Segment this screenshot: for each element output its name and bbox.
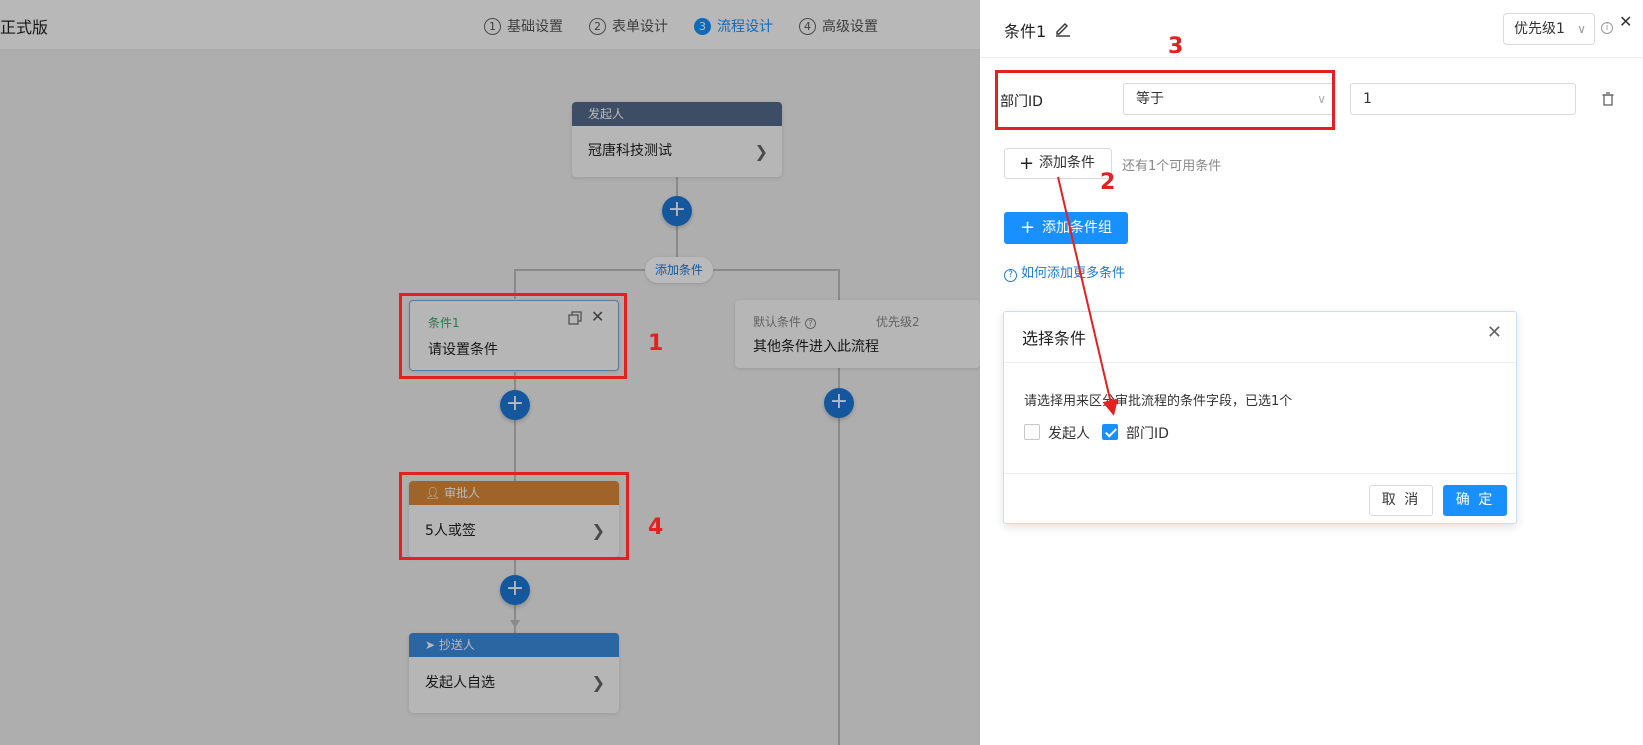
- arrow-down-icon: [510, 620, 520, 628]
- chevron-down-icon: ∨: [1577, 22, 1586, 36]
- chevron-down-icon: ∨: [1317, 92, 1326, 106]
- plus-icon: +: [1020, 217, 1036, 238]
- condition-value-input[interactable]: 1: [1350, 83, 1576, 115]
- add-node-button[interactable]: +: [662, 196, 692, 226]
- info-icon[interactable]: i: [1601, 22, 1613, 34]
- node-body-text: 5人或签: [425, 523, 476, 539]
- node-body: 发起人自选 ❯: [409, 657, 619, 709]
- step-label: 基础设置: [507, 19, 563, 35]
- connector-line: [514, 269, 516, 299]
- dialog-description: 请选择用来区分审批流程的条件字段，已选1个: [1024, 394, 1293, 409]
- step-label: 表单设计: [612, 19, 668, 35]
- help-link-text: 如何添加更多条件: [1021, 266, 1126, 281]
- trash-icon[interactable]: [1602, 92, 1614, 106]
- copy-icon[interactable]: [568, 311, 582, 325]
- annotation-number: 4: [648, 515, 664, 540]
- annotation-number: 3: [1168, 34, 1184, 59]
- help-icon: ?: [804, 318, 816, 329]
- chevron-right-icon: ❯: [591, 521, 605, 540]
- user-icon: 👤︎: [425, 486, 441, 500]
- annotation-box-1: [399, 293, 627, 379]
- node-header: 发起人: [572, 102, 782, 126]
- step-advanced-settings[interactable]: 4 高级设置: [799, 16, 878, 36]
- default-condition-title: 默认条件: [753, 315, 802, 329]
- edit-icon[interactable]: [1054, 19, 1072, 37]
- node-header-text: 抄送人: [438, 638, 475, 652]
- condition-title: 条件1: [428, 316, 460, 330]
- node-header: ➤ 抄送人: [409, 633, 619, 657]
- close-icon[interactable]: ✕: [1486, 322, 1502, 343]
- add-condition-label: 添加条件: [1039, 155, 1095, 171]
- chevron-right-icon: ❯: [591, 673, 605, 692]
- condition-field-label: 部门ID: [1000, 94, 1043, 110]
- checkbox-label[interactable]: 部门ID: [1126, 426, 1169, 442]
- checkbox-department-id[interactable]: [1102, 424, 1118, 440]
- operator-value: 等于: [1136, 91, 1164, 107]
- add-condition-button[interactable]: + 添加条件: [1004, 148, 1112, 179]
- app-title: 正式版: [0, 18, 49, 37]
- chevron-right-icon: ❯: [754, 142, 768, 161]
- annotation-number: 2: [1100, 170, 1116, 195]
- node-body-text: 冠唐科技测试: [588, 143, 672, 159]
- checkbox-initiator[interactable]: [1024, 424, 1040, 440]
- priority-label: 优先级2: [876, 315, 920, 329]
- add-node-button[interactable]: +: [500, 390, 530, 420]
- question-icon: ?: [1004, 269, 1017, 282]
- step-number: 2: [589, 17, 606, 35]
- send-icon: ➤: [425, 638, 436, 652]
- condition-body: 请设置条件: [428, 342, 498, 358]
- help-link[interactable]: ? 如何添加更多条件: [1004, 262, 1125, 282]
- node-body-text: 发起人自选: [425, 675, 495, 691]
- condition-1-card[interactable]: 条件1 ✕ 请设置条件: [409, 300, 619, 371]
- connector-line: [838, 269, 840, 301]
- node-body: 5人或签 ❯: [409, 505, 619, 557]
- dialog-title: 选择条件: [1022, 329, 1087, 348]
- step-flow-design[interactable]: 3 流程设计: [694, 16, 773, 36]
- priority-value: 优先级1: [1514, 21, 1565, 37]
- plus-icon: +: [1019, 153, 1035, 174]
- close-icon[interactable]: ✕: [1619, 12, 1633, 31]
- top-bar: 正式版 1 基础设置 2 表单设计 3 流程设计 4 高级设置: [0, 0, 980, 50]
- step-form-design[interactable]: 2 表单设计: [589, 16, 668, 36]
- node-body: 冠唐科技测试 ❯: [572, 126, 782, 177]
- cancel-button[interactable]: 取 消: [1369, 485, 1433, 516]
- add-group-label: 添加条件组: [1042, 220, 1112, 236]
- step-number: 1: [484, 17, 501, 35]
- annotation-number: 1: [648, 331, 664, 356]
- step-number: 4: [799, 17, 816, 35]
- connector-line: [838, 368, 840, 745]
- divider: [1004, 473, 1516, 474]
- close-icon[interactable]: ✕: [591, 307, 605, 326]
- confirm-button[interactable]: 确 定: [1443, 485, 1507, 516]
- node-header-text: 审批人: [444, 486, 481, 500]
- cc-node[interactable]: ➤ 抄送人 发起人自选 ❯: [409, 633, 619, 713]
- checkbox-label[interactable]: 发起人: [1048, 426, 1090, 442]
- annotation-box-4: [399, 472, 629, 560]
- drawer-title: 条件1: [1004, 22, 1047, 41]
- node-header: 👤︎ 审批人: [409, 481, 619, 505]
- add-node-button[interactable]: +: [824, 388, 854, 418]
- initiator-node[interactable]: 发起人 冠唐科技测试 ❯: [572, 102, 782, 177]
- select-condition-dialog: 选择条件 ✕ 请选择用来区分审批流程的条件字段，已选1个 发起人 部门ID 取 …: [1003, 311, 1517, 524]
- add-condition-group-button[interactable]: + 添加条件组: [1004, 212, 1128, 244]
- condition-body: 其他条件进入此流程: [753, 339, 879, 355]
- divider: [1004, 362, 1516, 363]
- condition-title: 默认条件 ?: [753, 313, 816, 330]
- priority-select[interactable]: 优先级1 ∨: [1503, 13, 1595, 45]
- add-condition-pill[interactable]: 添加条件: [645, 257, 714, 283]
- drawer-header: 条件1 优先级1 ∨ i ✕: [980, 0, 1643, 58]
- annotation-box-3: [995, 70, 1335, 130]
- default-condition-card[interactable]: 默认条件 ? 优先级2 其他条件进入此流程: [735, 300, 980, 368]
- connector-line: [514, 372, 516, 484]
- step-label: 流程设计: [717, 19, 773, 35]
- step-basic-settings[interactable]: 1 基础设置: [484, 16, 563, 36]
- step-number: 3: [694, 17, 711, 35]
- step-label: 高级设置: [822, 19, 878, 35]
- add-node-button[interactable]: +: [500, 575, 530, 605]
- remaining-conditions-hint: 还有1个可用条件: [1122, 159, 1222, 174]
- approver-node[interactable]: 👤︎ 审批人 5人或签 ❯: [409, 481, 619, 557]
